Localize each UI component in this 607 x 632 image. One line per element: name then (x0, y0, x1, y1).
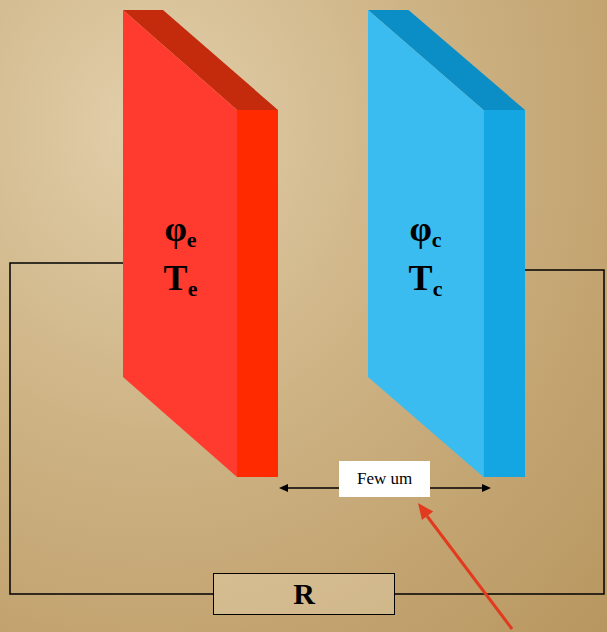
arrow-head (279, 484, 288, 492)
plate-label: φe (164, 210, 196, 259)
plate-shape (368, 10, 525, 477)
plate-face (123, 10, 237, 477)
resistor-label: R (293, 577, 315, 611)
resistor-symbol: R (213, 573, 395, 615)
pointer-head (418, 503, 433, 520)
subscript: e (188, 276, 198, 301)
subscript: c (433, 276, 443, 301)
arrow-head (482, 484, 491, 492)
plate-face (368, 10, 483, 477)
plate-label: Te (164, 259, 198, 308)
gap-label-box: Few um (339, 461, 430, 497)
subscript: c (432, 227, 442, 252)
pointer-line (427, 516, 512, 629)
plate-side (237, 110, 278, 477)
plate-label: Tc (409, 259, 443, 308)
electrode-plate: φcTc (368, 10, 525, 477)
plate-text-group: φcTc (368, 210, 483, 308)
subscript: e (187, 227, 197, 252)
electrode-plate: φeTe (123, 10, 278, 477)
plate-label: φc (409, 210, 441, 259)
gap-label: Few um (357, 469, 412, 489)
plate-side (483, 110, 525, 477)
plate-shape (123, 10, 278, 477)
plate-text-group: φeTe (123, 210, 238, 308)
